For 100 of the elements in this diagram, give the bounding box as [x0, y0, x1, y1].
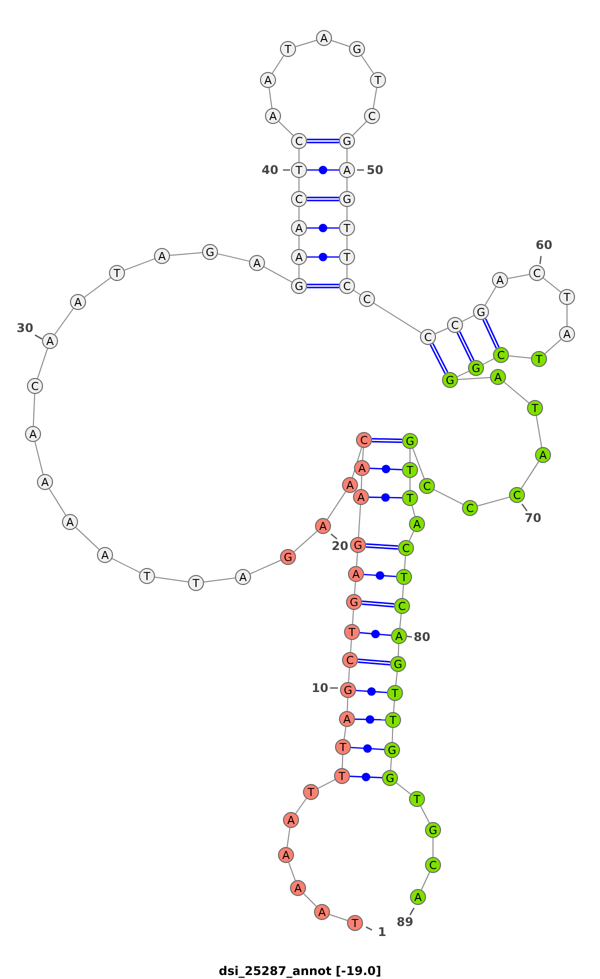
backbone-line: [264, 266, 292, 283]
backbone-line: [250, 560, 282, 574]
base-pair-line: [307, 256, 339, 258]
backbone-line: [420, 806, 430, 824]
backbone-line: [362, 447, 364, 461]
backbone-line: [331, 40, 350, 47]
backbone-line: [350, 639, 352, 653]
base-pair-line: [430, 343, 448, 374]
backbone-line: [402, 584, 404, 599]
base-pair-line: [482, 318, 500, 349]
backbone-line: [346, 264, 348, 278]
base-pair-line: [362, 600, 394, 608]
base-pair-line: [307, 169, 339, 171]
backbone-line: [169, 252, 203, 256]
backbone-line: [373, 302, 422, 334]
backbone-line: [295, 798, 307, 814]
backbone-line: [484, 286, 496, 306]
backbone-line: [124, 258, 156, 271]
index-label: 60: [536, 239, 552, 251]
base-pair-line: [372, 438, 402, 444]
index-label: 40: [262, 164, 278, 176]
backbone-line: [298, 206, 300, 220]
backbone-line: [75, 527, 100, 550]
backbone-line: [544, 338, 562, 354]
base-pair-line: [456, 331, 474, 362]
backbone-line: [217, 253, 250, 262]
backbone-line: [457, 377, 491, 380]
backbone-line: [329, 914, 348, 921]
base-pair-line: [364, 574, 396, 578]
backbone-line: [360, 476, 362, 490]
backbone-line: [346, 206, 348, 220]
backbone-line: [520, 461, 540, 489]
caption: dsi_25287_annot [-19.0]: [218, 963, 382, 979]
backbone-line: [344, 726, 346, 740]
backbone-line: [398, 644, 400, 656]
backbone-line: [420, 872, 430, 890]
backbone-line: [298, 148, 300, 162]
backbone-line: [346, 178, 348, 192]
base-pair-line: [360, 632, 392, 636]
backbone-line: [288, 862, 296, 881]
backbone-line: [395, 671, 398, 686]
backbone-line: [298, 236, 300, 250]
backbone-line: [37, 348, 48, 379]
backbone-line: [412, 505, 416, 517]
backbone-line: [352, 121, 367, 136]
base-pair-line: [356, 690, 388, 694]
backbone-line: [318, 779, 336, 789]
backbone-line: [356, 552, 358, 567]
backbone-line: [54, 308, 74, 335]
backbone-line: [372, 87, 378, 109]
base-pair-line: [350, 776, 382, 778]
backbone-line: [294, 530, 318, 552]
base-pair-line: [307, 227, 339, 229]
backbone-line: [482, 358, 494, 365]
backbone-line: [346, 236, 348, 250]
backbone-line: [360, 55, 374, 74]
backbone-line: [342, 754, 344, 768]
backbone-line: [272, 55, 284, 74]
index-label: 1: [378, 926, 386, 938]
backbone-line: [434, 328, 448, 334]
backbone-line: [404, 555, 406, 570]
backbone-line: [34, 441, 44, 475]
backbone-line: [507, 274, 530, 280]
backbone-line: [542, 278, 562, 292]
backbone-line: [477, 496, 510, 506]
backbone-line: [203, 578, 236, 582]
backbone-line: [396, 782, 412, 795]
base-pair-line: [307, 196, 339, 202]
backbone-line: [352, 609, 354, 625]
backbone-line: [268, 87, 272, 109]
backbone-line: [303, 893, 317, 907]
index-label: 10: [312, 682, 328, 694]
backbone-line: [412, 448, 425, 480]
backbone-line: [504, 382, 530, 404]
backbone-line: [48, 488, 66, 516]
index-label: 50: [366, 164, 384, 176]
backbone-line: [278, 121, 294, 136]
base-pair-line: [307, 138, 339, 144]
backbone-line: [298, 178, 300, 192]
backbone-line: [358, 504, 361, 538]
backbone-line: [326, 491, 346, 520]
backbone-line: [399, 613, 402, 629]
backbone-line: [390, 757, 392, 771]
backbone-line: [112, 558, 140, 573]
backbone-line: [295, 40, 317, 48]
backbone-line: [393, 700, 395, 713]
backbone-line: [346, 148, 348, 162]
backbone-line: [456, 370, 470, 378]
base-pair-line: [368, 496, 402, 498]
base-pair-line: [358, 658, 390, 666]
backbone-line: [354, 581, 356, 595]
index-label: 30: [16, 322, 34, 334]
backbone-line: [32, 394, 36, 426]
backbone-line: [392, 728, 394, 742]
index-label: 20: [332, 540, 348, 552]
backbone-line: [298, 264, 300, 278]
base-pair-line: [366, 543, 398, 550]
base-pair-line: [370, 468, 402, 470]
backbone-line: [154, 576, 189, 582]
base-pair-line: [354, 718, 386, 720]
